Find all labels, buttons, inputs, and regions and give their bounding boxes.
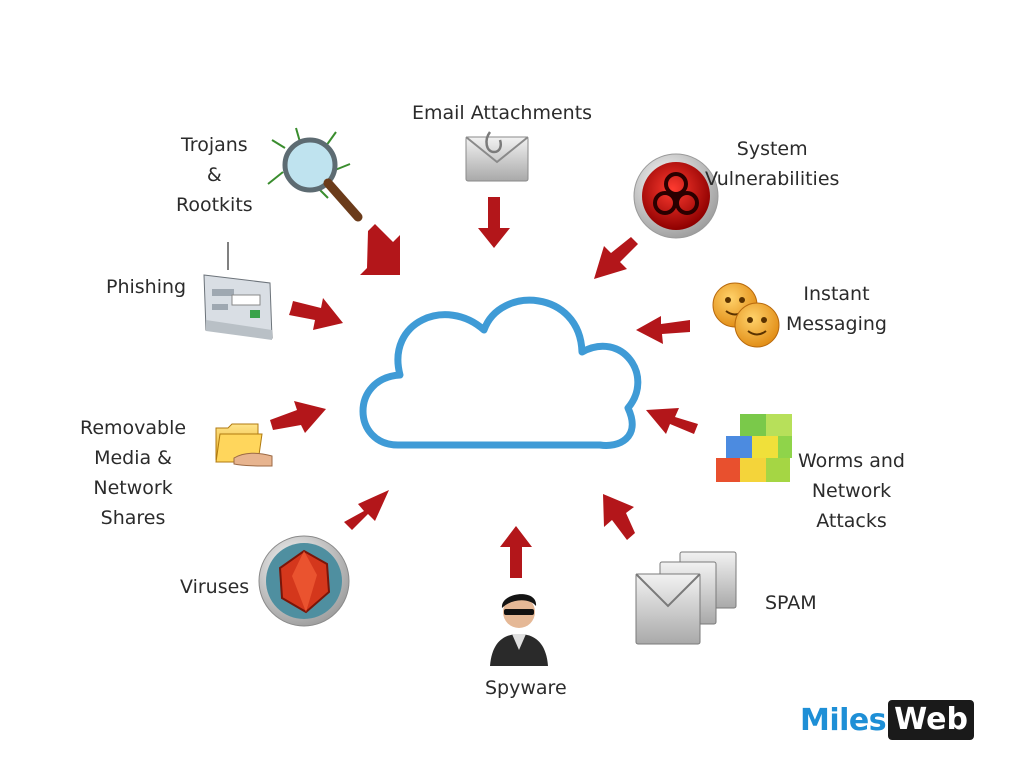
label-spyware: Spyware <box>485 677 567 699</box>
logo-part-web: Web <box>888 700 974 740</box>
label-removable-media: Removable Media & Network Shares <box>80 413 186 533</box>
label-trojans-line1: Trojans <box>180 134 248 156</box>
arrow-email <box>478 197 510 248</box>
label-trojans-line3: Rootkits <box>176 194 253 216</box>
label-viruses: Viruses <box>180 576 250 598</box>
biohazard-icon <box>633 153 719 239</box>
label-phishing: Phishing <box>106 276 187 298</box>
label-spam: SPAM <box>765 592 817 614</box>
arrow-worms <box>646 408 698 434</box>
label-removable-line2: Media & <box>94 447 172 469</box>
label-instant-messaging: Instant Messaging <box>786 279 887 339</box>
logo-part-miles: Miles <box>800 702 887 738</box>
spy-icon <box>490 594 548 666</box>
label-trojans-rootkits: Trojans & Rootkits <box>176 130 253 220</box>
label-removable-line1: Removable <box>80 417 187 439</box>
arrow-spyware <box>500 526 532 578</box>
arrow-viruses <box>344 490 389 530</box>
envelope-icon <box>465 131 529 182</box>
arrow-phishing <box>289 298 343 330</box>
arrow-trojans <box>360 224 400 275</box>
label-worms-line2: Network <box>811 480 892 502</box>
label-system-vulnerabilities: System Vulnerabilities <box>705 134 839 194</box>
blocks-icon <box>716 414 792 482</box>
cloud <box>359 296 642 449</box>
arrow-spam <box>603 494 635 540</box>
label-worms-line1: Worms and <box>798 450 905 472</box>
mileswebb-logo: Miles Web <box>800 700 974 740</box>
label-instant-line2: Messaging <box>786 313 887 335</box>
arrow-system <box>594 237 638 279</box>
label-worms-line3: Attacks <box>816 510 887 532</box>
arrow-instant <box>636 316 690 344</box>
folder-hand-icon <box>215 423 273 467</box>
envelope-stack-icon <box>635 551 737 645</box>
smiley-icon <box>712 282 780 348</box>
browser-window-icon <box>203 242 273 340</box>
label-removable-line3: Network <box>93 477 173 499</box>
label-email-attachments: Email Attachments <box>412 102 593 124</box>
label-trojans-line2: & <box>206 164 222 186</box>
label-removable-line4: Shares <box>100 507 166 529</box>
virus-icon <box>258 535 350 627</box>
label-system-line2: Vulnerabilities <box>705 168 840 190</box>
label-worms-attacks: Worms and Network Attacks <box>798 446 905 536</box>
arrows <box>270 197 698 578</box>
arrow-removable <box>270 401 326 433</box>
label-instant-line1: Instant <box>803 283 870 305</box>
label-system-line1: System <box>736 138 808 160</box>
magnifier-bug-icon <box>267 127 363 222</box>
